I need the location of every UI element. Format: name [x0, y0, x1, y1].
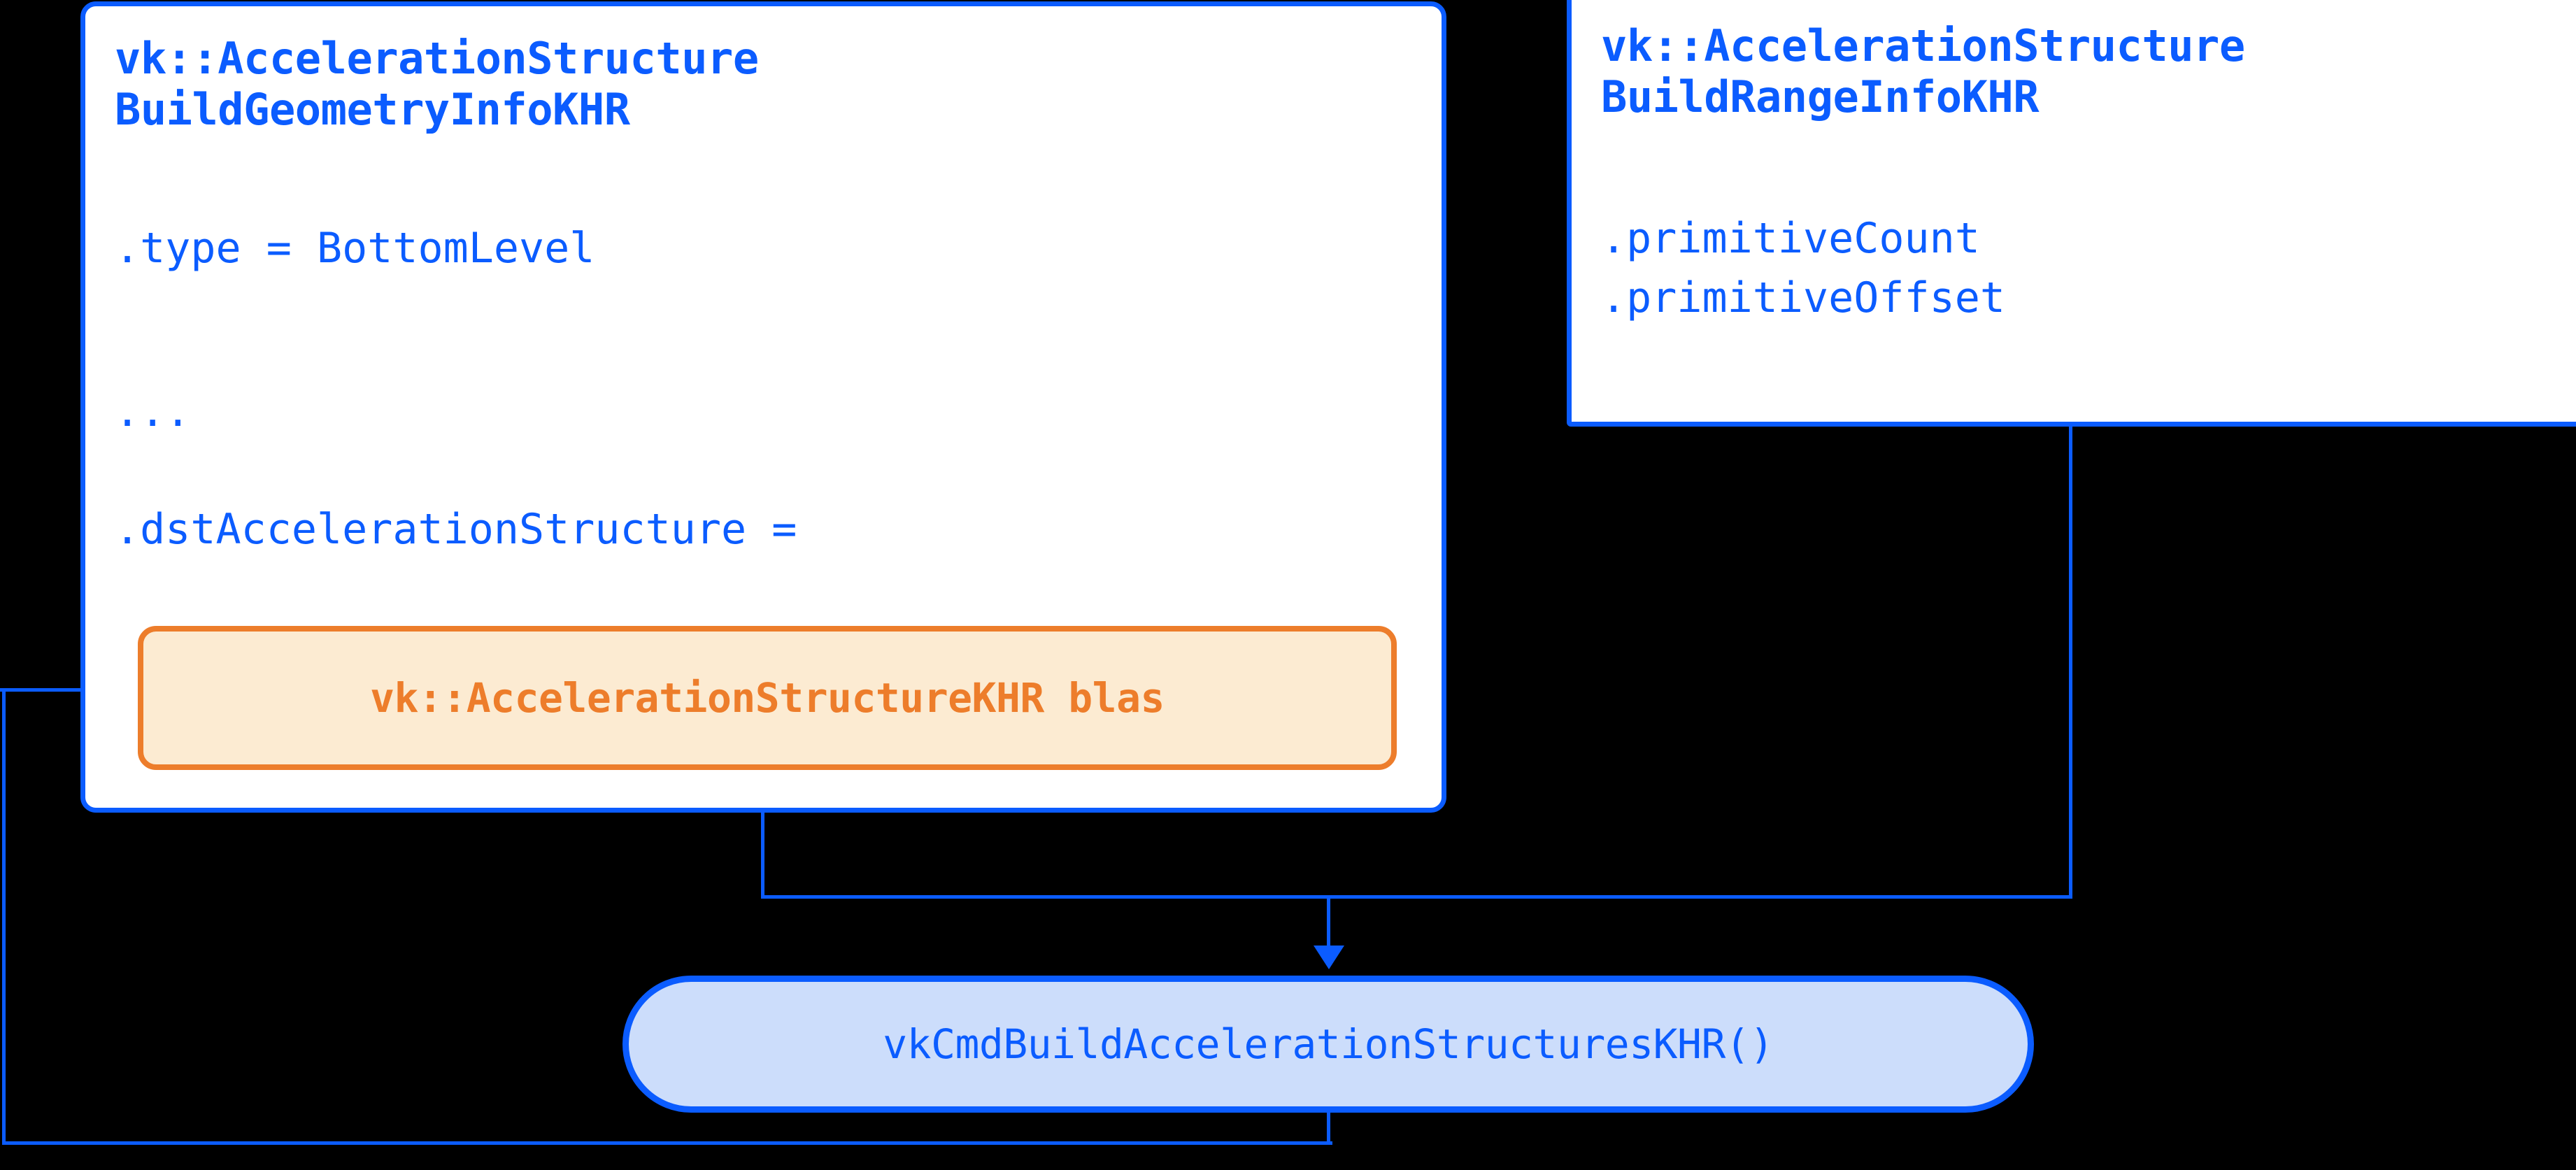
edge-command-output — [1327, 1111, 1330, 1144]
edge-command-arrow — [1327, 895, 1330, 953]
node-cmd-build-acceleration-structures[interactable]: vkCmdBuildAccelerationStructuresKHR() — [622, 976, 2034, 1113]
edge-join-bar — [761, 895, 2072, 899]
edge-geometry-drop — [761, 811, 764, 897]
build-geometry-info-title: vk::AccelerationStructure BuildGeometryI… — [115, 33, 759, 136]
edge-blas-incoming — [0, 688, 140, 692]
build-geometry-info-type-field: .type = BottomLevel — [115, 224, 595, 273]
build-geometry-info-ellipsis: ... — [115, 387, 191, 436]
node-acceleration-structure-blas[interactable]: vk::AccelerationStructureKHR blas — [138, 626, 1397, 770]
build-range-info-title: vk::AccelerationStructure BuildRangeInfo… — [1601, 20, 2245, 123]
build-range-info-fields: .primitiveCount .primitiveOffset — [1601, 214, 2005, 323]
edge-left-rail — [2, 688, 6, 1144]
edge-bottom-rail — [2, 1141, 1332, 1145]
node-build-range-info[interactable]: vk::AccelerationStructure BuildRangeInfo… — [1567, 0, 2576, 427]
edge-range-drop — [2069, 427, 2072, 897]
acceleration-structure-blas-label: vk::AccelerationStructureKHR blas — [370, 674, 1165, 722]
node-build-geometry-info[interactable]: vk::AccelerationStructure BuildGeometryI… — [80, 1, 1446, 813]
arrowhead-command — [1314, 946, 1344, 969]
cmd-build-acceleration-structures-label: vkCmdBuildAccelerationStructuresKHR() — [883, 1020, 1774, 1068]
build-geometry-info-dst-field: .dstAccelerationStructure = — [115, 505, 797, 554]
